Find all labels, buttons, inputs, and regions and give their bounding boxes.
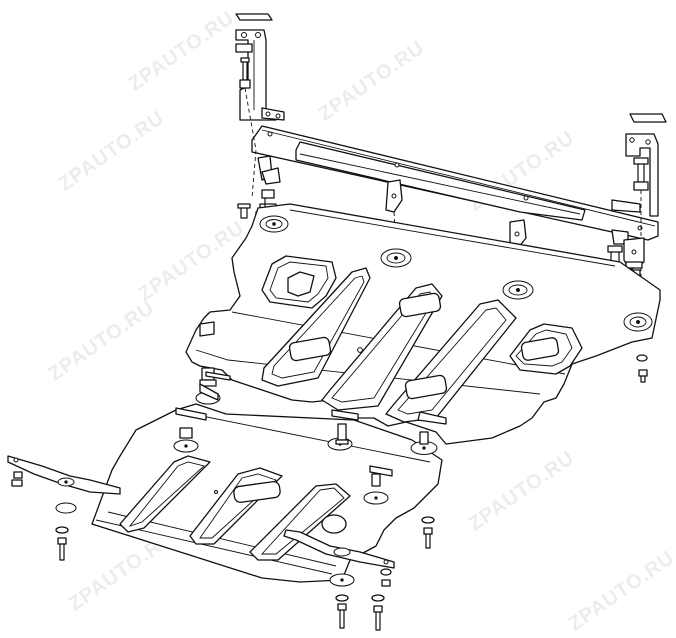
left-side-arm xyxy=(7,455,121,495)
left-hanger-bracket xyxy=(235,13,285,199)
front-bottom-arm xyxy=(283,529,395,569)
front-crossbar xyxy=(251,125,659,241)
mid-left-brackets xyxy=(175,371,231,421)
right-hanger-bracket xyxy=(611,113,667,321)
spacer-bolts xyxy=(179,367,429,487)
front-skid-plate xyxy=(55,391,443,587)
mid-right-fasteners xyxy=(636,354,648,383)
engine-skid-plate xyxy=(185,203,661,445)
bottom-fasteners xyxy=(55,516,435,631)
